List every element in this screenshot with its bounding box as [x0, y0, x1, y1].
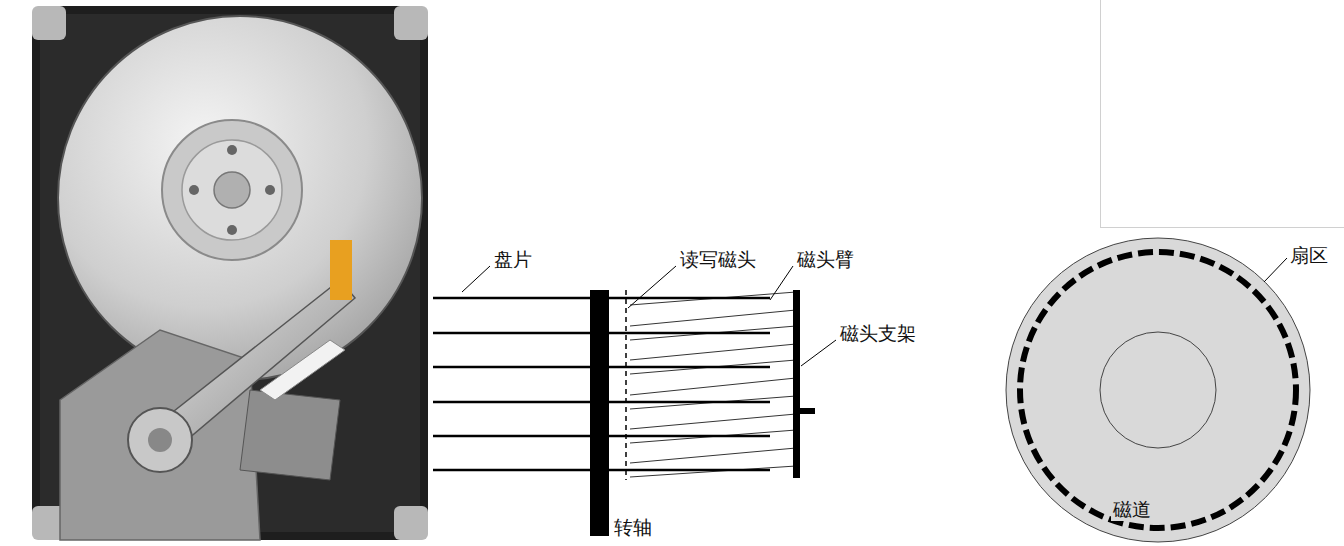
- part-label: 磁头臂: [797, 248, 854, 271]
- part-label: 转轴: [614, 516, 652, 539]
- part-label: 磁头支架: [840, 322, 916, 345]
- part-label: 盘片: [494, 248, 532, 271]
- hdd-photo: [32, 6, 428, 540]
- part-label: 读写磁头: [680, 248, 756, 271]
- schematic: [433, 266, 836, 536]
- disk-figure: [1006, 238, 1310, 542]
- part-label: 磁道: [1111, 498, 1153, 521]
- frame: [1101, 0, 1344, 228]
- part-label: 扇区: [1290, 244, 1328, 267]
